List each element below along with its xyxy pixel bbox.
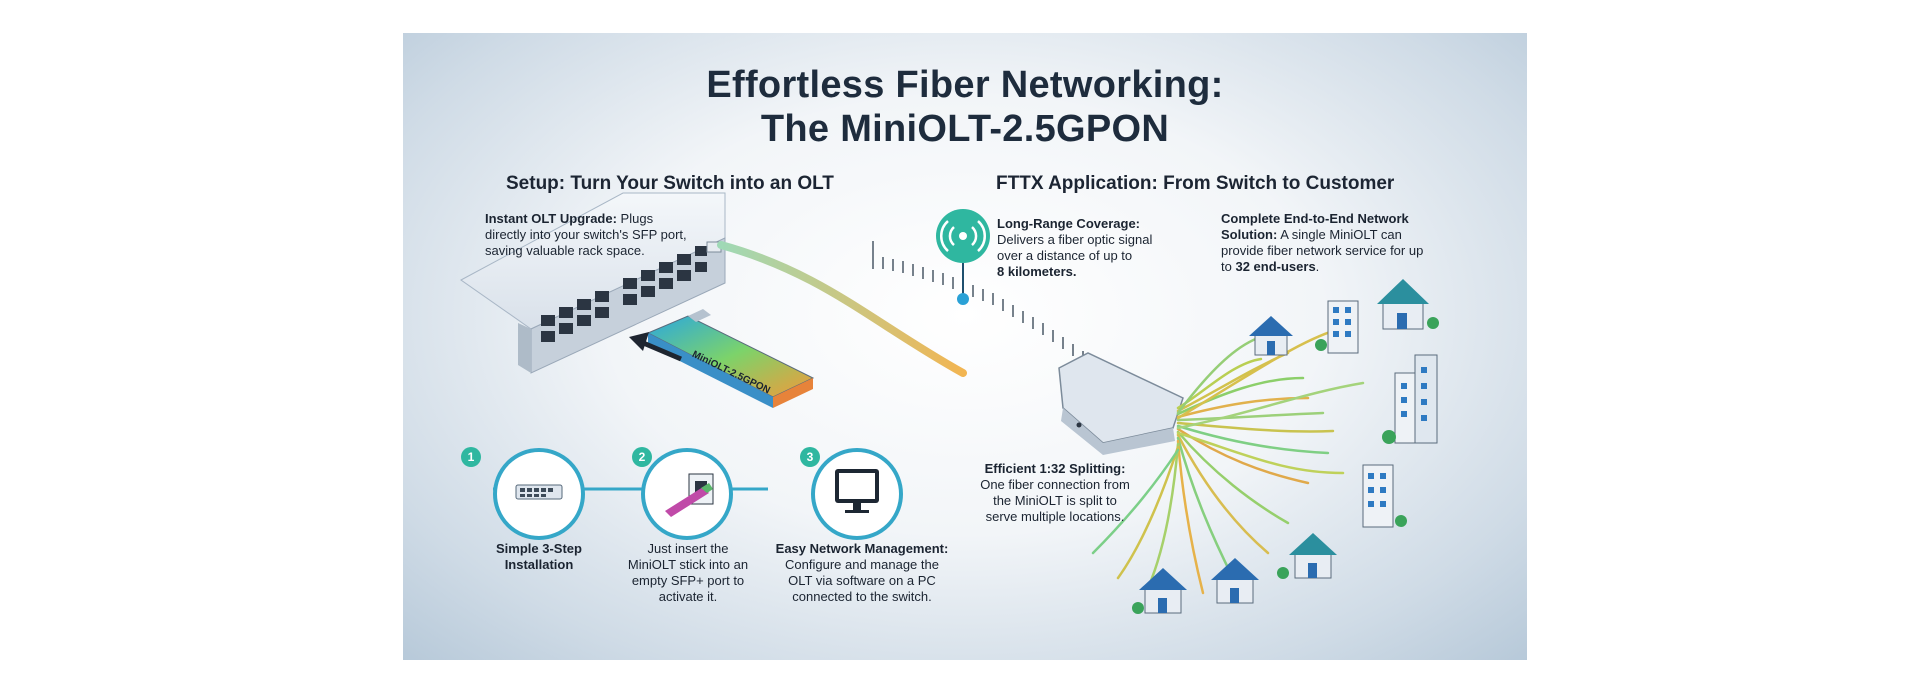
insert-arrow-icon: [629, 332, 682, 362]
end-to-end-line-3-pre: to: [1221, 259, 1236, 274]
instant-upgrade-text-2: directly into your switch's SFP port,: [485, 227, 687, 242]
step-icons: [515, 469, 879, 517]
page-title-line1: Effortless Fiber Networking:: [706, 64, 1224, 106]
step-3-badge: 3: [800, 447, 820, 467]
step-1-title-1: Simple 3-Step: [496, 541, 582, 556]
fiber-cable: [717, 241, 967, 377]
apartment-building-icon-1: [1315, 300, 1359, 354]
network-switch-icon: [460, 192, 726, 374]
end-to-end-line-2: provide fiber network service for up: [1221, 243, 1424, 258]
coverage-line-3: 8 kilometers.: [997, 264, 1077, 279]
step-2-circle: [641, 448, 733, 540]
office-tower-icon: [1382, 354, 1438, 444]
coverage-text: Long-Range Coverage: Delivers a fiber op…: [997, 216, 1167, 280]
step-1-badge: 1: [461, 447, 481, 467]
setup-heading: Setup: Turn Your Switch into an OLT: [506, 173, 834, 194]
step-3-title: Easy Network Management:: [775, 541, 949, 556]
splitting-line-2: the MiniOLT is split to: [993, 493, 1117, 508]
splitting-line-3: serve multiple locations.: [985, 509, 1125, 524]
instant-upgrade-label: Instant OLT Upgrade:: [485, 211, 617, 226]
house-icon-4: [1211, 558, 1259, 604]
switch-icon: [515, 484, 563, 500]
instant-upgrade-text: Instant OLT Upgrade: Plugs directly into…: [485, 211, 715, 259]
monitor-icon: [835, 469, 879, 513]
splitting-line-1: One fiber connection from: [980, 477, 1130, 492]
step-3-line-3: connected to the switch.: [792, 589, 932, 604]
illustration: [460, 192, 1439, 614]
coverage-label: Long-Range Coverage:: [997, 216, 1141, 231]
house-icon-3: [1277, 533, 1337, 579]
end-to-end-label-2: Solution:: [1221, 227, 1278, 242]
splitter-icon: [1058, 352, 1184, 455]
end-to-end-text: Complete End-to-End Network Solution: A …: [1221, 211, 1451, 275]
step-2-caption: Just insert the MiniOLT stick into an em…: [603, 541, 773, 605]
instant-upgrade-text-1: Plugs: [616, 211, 654, 226]
step-2-line-3: empty SFP+ port to: [631, 573, 745, 588]
house-icon-1: [1249, 316, 1293, 356]
step-1-title-2: Installation: [504, 557, 574, 572]
house-icon-2: [1377, 279, 1439, 330]
instant-upgrade-text-3: saving valuable rack space.: [485, 243, 645, 258]
end-to-end-line-3-bold: 32 end-users: [1235, 259, 1316, 274]
coverage-line-1: Delivers a fiber optic signal: [997, 232, 1153, 247]
apartment-building-icon-2: [1362, 464, 1407, 528]
step-1-caption: Simple 3-Step Installation: [459, 541, 619, 573]
splitting-label: Efficient 1:32 Splitting:: [984, 461, 1126, 476]
step-2-line-2: MiniOLT stick into an: [627, 557, 749, 572]
end-to-end-label-1: Complete End-to-End Network: [1221, 211, 1409, 226]
coverage-line-2: over a distance of up to: [997, 248, 1133, 263]
step-3-caption: Easy Network Management: Configure and m…: [767, 541, 957, 605]
step-2-line-1: Just insert the: [647, 541, 729, 556]
sfp-module-icon: [646, 309, 815, 408]
step-3-line-2: OLT via software on a PC: [788, 573, 936, 588]
sfp-insert-icon: [665, 473, 714, 517]
step-2-line-4: activate it.: [658, 589, 718, 604]
step-3-line-1: Configure and manage the: [785, 557, 939, 572]
house-icon-5: [1132, 568, 1187, 614]
end-to-end-text-1: A single MiniOLT can: [1277, 227, 1402, 242]
wireless-signal-icon: [936, 209, 990, 305]
infographic-panel: Effortless Fiber Networking: The MiniOLT…: [403, 33, 1527, 660]
splitting-text: Efficient 1:32 Splitting: One fiber conn…: [965, 461, 1145, 525]
page-title-line2: The MiniOLT-2.5GPON: [760, 108, 1170, 150]
step-2-badge: 2: [632, 447, 652, 467]
fttx-heading: FTTX Application: From Switch to Custome…: [996, 173, 1395, 194]
end-to-end-line-3-post: .: [1315, 259, 1320, 274]
